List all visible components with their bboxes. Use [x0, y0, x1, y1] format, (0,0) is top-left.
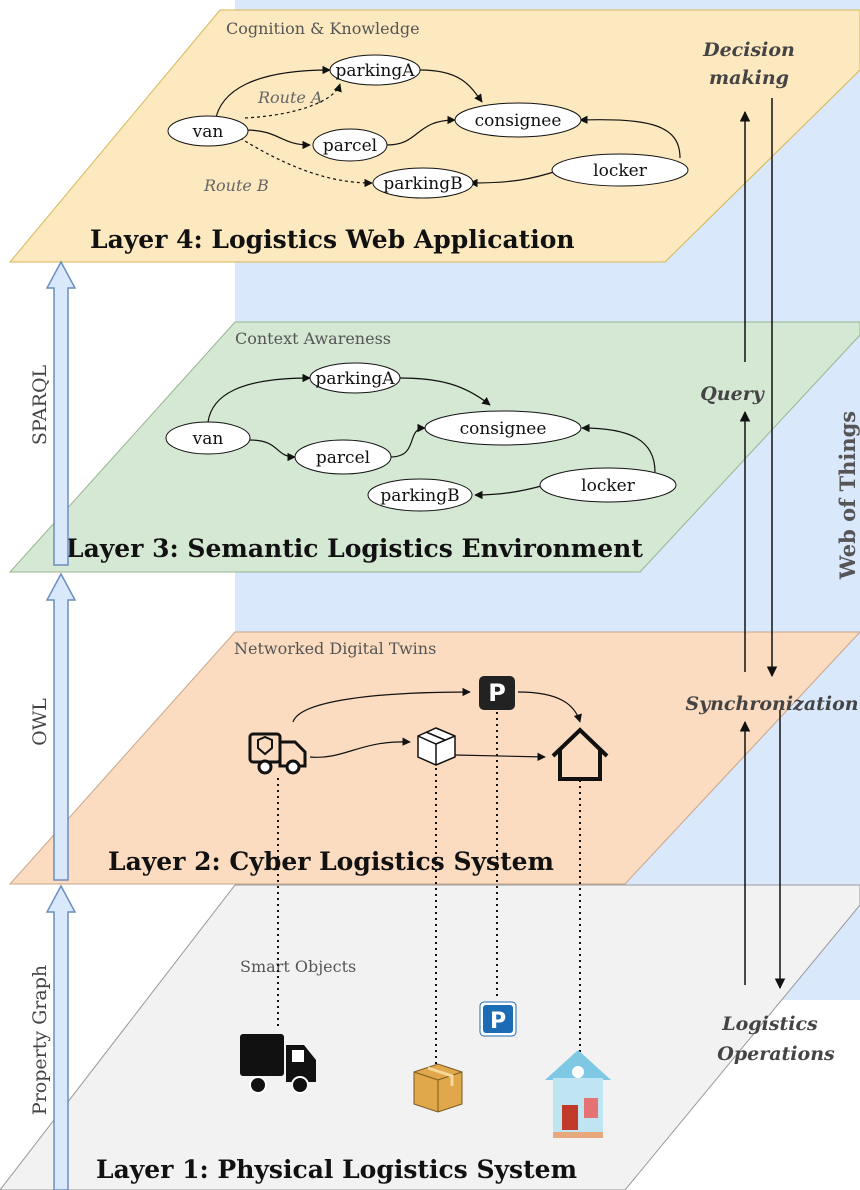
owl-label: OWL — [29, 698, 51, 746]
parking-icon: P — [479, 676, 515, 710]
layer-4-plane — [8, 9, 860, 263]
l4-node-parkingB: parkingB — [383, 174, 462, 194]
layer-3-graph — [207, 373, 656, 500]
l1-section-label: Smart Objects — [240, 957, 356, 976]
house-icon — [545, 1050, 611, 1138]
l2-title: Layer 2: Cyber Logistics System — [108, 847, 554, 876]
property-graph-label: Property Graph — [29, 965, 51, 1115]
l4-node-locker: locker — [593, 161, 648, 181]
l3-section-label: Context Awareness — [235, 329, 391, 348]
l3-node-consignee: consignee — [460, 419, 547, 439]
l1-title: Layer 1: Physical Logistics System — [96, 1155, 577, 1184]
decision-label-line2: making — [709, 67, 789, 89]
l4-title: Layer 4: Logistics Web Application — [90, 225, 575, 254]
left-arrows — [45, 260, 77, 1190]
layer-3-nodes: parkingA van parcel consignee locker par… — [165, 362, 677, 512]
layer-4-nodes: parkingA van parcel consignee locker par… — [167, 54, 689, 199]
right-flow-arrows — [739, 98, 786, 990]
layer-1-plane — [0, 884, 860, 1190]
sparql-label: SPARQL — [29, 364, 51, 445]
l3-node-locker: locker — [581, 476, 636, 496]
l3-title: Layer 3: Semantic Logistics Environment — [66, 534, 643, 563]
l4-node-parcel: parcel — [323, 136, 377, 156]
truck-icon — [240, 1034, 316, 1094]
layer-3-plane — [8, 321, 860, 573]
l4-section-label: Cognition & Knowledge — [226, 19, 420, 38]
query-label: Query — [700, 383, 765, 405]
web-of-things-label: Web of Things — [835, 411, 860, 580]
l4-node-consignee: consignee — [475, 111, 562, 131]
layer-4-graph — [214, 65, 681, 188]
twin-links — [277, 712, 581, 1065]
layer-2-edges — [292, 687, 582, 762]
operations-label-line1: Logistics — [721, 1013, 818, 1035]
house-icon — [551, 727, 609, 781]
operations-label-line2: Operations — [717, 1043, 835, 1065]
route-a-label: Route A — [257, 88, 323, 107]
l3-node-parcel: parcel — [316, 448, 370, 468]
l4-node-van: van — [192, 122, 224, 142]
l4-node-parkingA: parkingA — [336, 61, 416, 81]
route-b-label: Route B — [203, 176, 269, 195]
l3-node-van: van — [192, 429, 224, 449]
svg-text:P: P — [488, 679, 506, 707]
l3-node-parkingB: parkingB — [380, 486, 459, 506]
package-icon — [417, 727, 456, 766]
package-icon — [413, 1063, 463, 1113]
svg-text:P: P — [490, 1009, 506, 1034]
l2-section-label: Networked Digital Twins — [234, 639, 436, 658]
truck-icon — [248, 732, 307, 775]
parking-icon: P — [479, 1001, 517, 1037]
synchronization-label: Synchronization — [685, 693, 858, 715]
decision-label-line1: Decision — [702, 39, 795, 61]
l3-node-parkingA: parkingA — [316, 369, 396, 389]
